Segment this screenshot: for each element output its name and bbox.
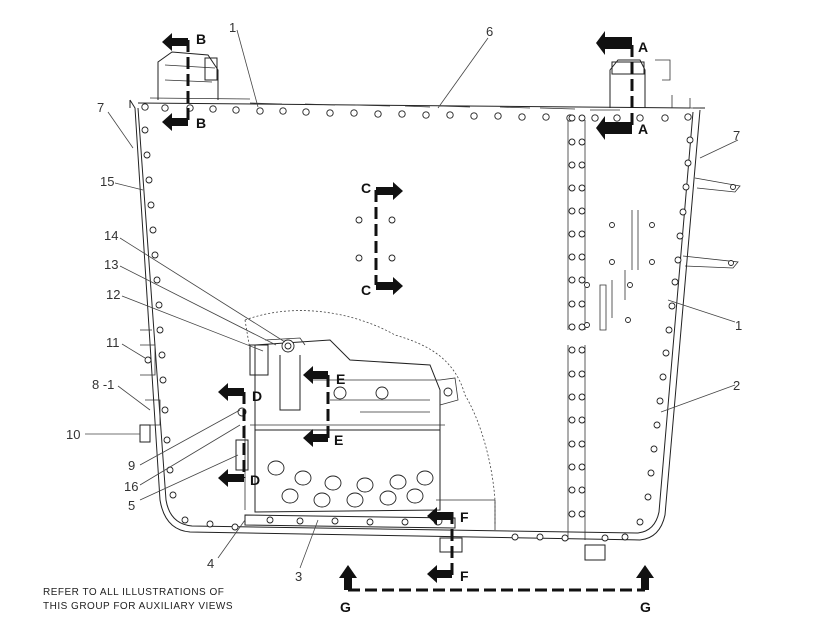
- note-line-1: REFER TO ALL ILLUSTRATIONS OF: [43, 587, 224, 598]
- section-g-left: G: [340, 599, 351, 615]
- callout-3: 3: [295, 569, 302, 584]
- callout-10: 10: [66, 427, 80, 442]
- section-labels: A A B B C C D D E E F F G G: [196, 31, 651, 615]
- valve-assembly: [235, 310, 606, 561]
- callout-13: 13: [104, 257, 118, 272]
- section-b-line: [162, 33, 190, 131]
- top-flange-bolts: [141, 102, 692, 122]
- callout-6: 6: [486, 24, 493, 39]
- section-b-top: B: [196, 31, 206, 47]
- section-f-line: [427, 507, 454, 583]
- section-e-line: [303, 366, 330, 447]
- section-f-bottom: F: [460, 568, 469, 584]
- callout-8: 8 -1: [92, 377, 114, 392]
- section-d-bottom: D: [250, 472, 260, 488]
- leader-lines: [85, 29, 739, 569]
- access-plate-bolts: [355, 216, 396, 262]
- callout-2: 2: [733, 378, 740, 393]
- top-fitting-a: [609, 59, 700, 109]
- callout-16: 16: [124, 479, 138, 494]
- callout-5: 5: [128, 498, 135, 513]
- section-d-top: D: [252, 388, 262, 404]
- section-a-bottom: A: [638, 121, 648, 137]
- section-g-line: [339, 565, 654, 592]
- section-c-top: C: [361, 180, 371, 196]
- auxiliary-views-note: REFER TO ALL ILLUSTRATIONS OF THIS GROUP…: [43, 587, 233, 612]
- note-line-2: THIS GROUP FOR AUXILIARY VIEWS: [43, 601, 233, 612]
- section-f-top: F: [460, 509, 469, 525]
- section-d-line: [218, 383, 246, 487]
- callout-9: 9: [128, 458, 135, 473]
- callout-4: 4: [207, 556, 214, 571]
- left-brackets: [139, 329, 161, 443]
- section-c-line: [374, 182, 403, 295]
- bottom-bolts: [181, 516, 629, 542]
- callout-1-top: 1: [229, 20, 236, 35]
- section-e-top: E: [336, 371, 345, 387]
- inner-partition: [567, 114, 741, 540]
- callout-14: 14: [104, 228, 118, 243]
- callout-15: 15: [100, 174, 114, 189]
- pan-outline: [129, 97, 705, 541]
- callout-labels: 1 6 7 7 15 14 13 12 11 8 -1 10 9 16 5 4 …: [66, 20, 742, 584]
- callout-12: 12: [106, 287, 120, 302]
- section-b-bottom: B: [196, 115, 206, 131]
- callout-7-left: 7: [97, 100, 104, 115]
- section-a-top: A: [638, 39, 648, 55]
- callout-1-right: 1: [735, 318, 742, 333]
- filter-holes: [267, 460, 434, 508]
- right-side-bolts: [636, 136, 694, 526]
- left-side-bolts: [141, 126, 177, 499]
- section-c-bottom: C: [361, 282, 371, 298]
- callout-7-right: 7: [733, 128, 740, 143]
- section-e-bottom: E: [334, 432, 343, 448]
- section-g-right: G: [640, 599, 651, 615]
- callout-11: 11: [106, 335, 120, 350]
- top-fitting-b: [157, 51, 219, 100]
- section-a-line: [596, 31, 634, 140]
